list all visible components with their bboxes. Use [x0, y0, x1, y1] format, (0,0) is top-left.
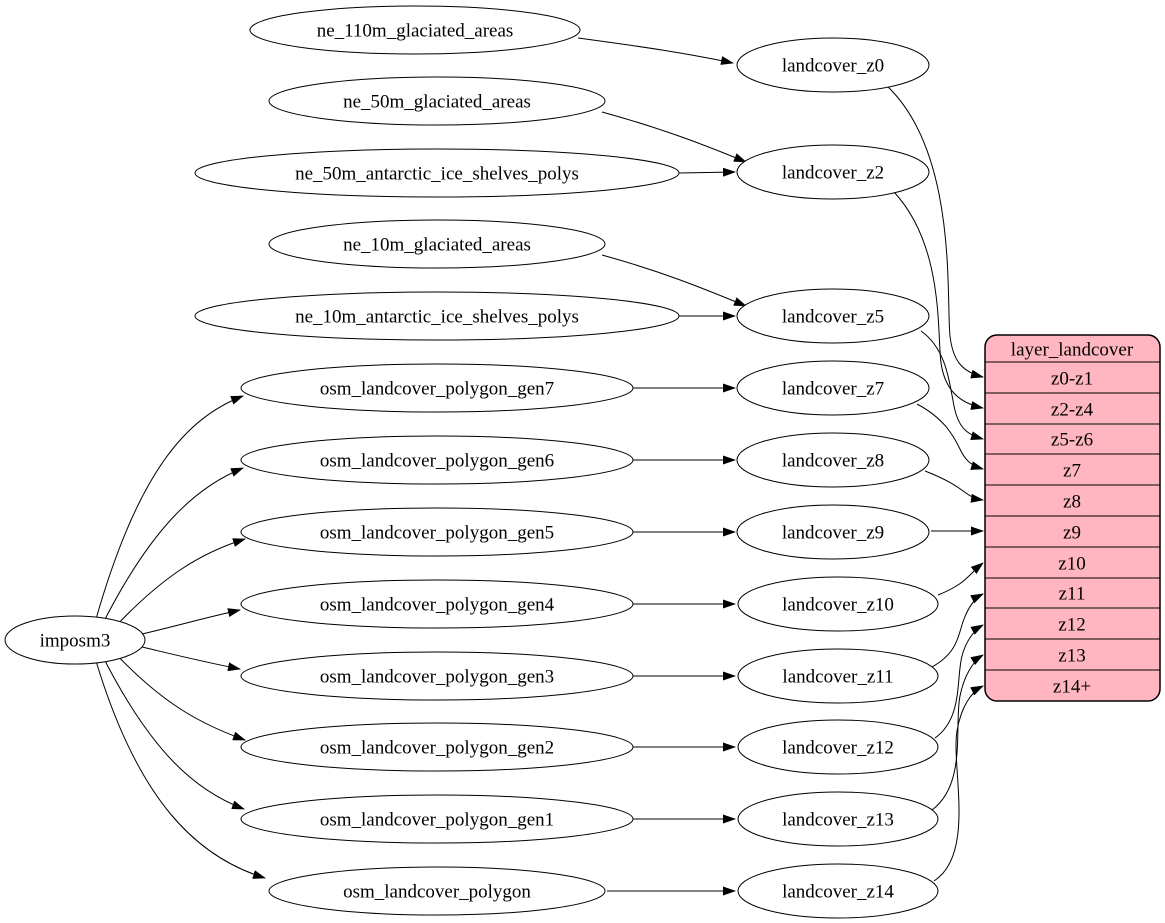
node-landcover-z7: [736, 360, 930, 416]
edge-imposm3-to-gen3: [141, 646, 241, 672]
edge-z14-to-row-z14plus: [933, 685, 984, 882]
node-osm-landcover-polygon-gen6: [240, 435, 634, 485]
node-osm-landcover-polygon-gen3: [240, 651, 634, 701]
node-landcover-z9: [736, 504, 930, 560]
edge-z10-to-row-z10: [937, 562, 984, 596]
table-row-z12: z12: [1058, 615, 1085, 636]
edge-imposm3-to-gen5: [113, 538, 246, 629]
node-label-landcover-z2: landcover_z2: [782, 163, 884, 184]
node-label-osm-landcover-polygon: osm_landcover_polygon: [343, 882, 531, 903]
table-row-z10: z10: [1058, 554, 1085, 575]
node-landcover-z5: [736, 288, 930, 344]
node-landcover-z14: [737, 863, 939, 919]
edge-z12-to-row-z12: [934, 624, 984, 739]
edge-imposm3-to-gen6: [102, 467, 244, 624]
node-osm-landcover-polygon: [268, 866, 606, 916]
edge-z13-to-row-z13: [931, 654, 984, 811]
node-label-ne-50m-glaciated-areas: ne_50m_glaciated_areas: [343, 92, 531, 113]
node-landcover-z2: [736, 144, 930, 200]
source-nodes-group: ne_110m_glaciated_areas ne_50m_glaciated…: [194, 5, 680, 916]
node-label-ne-110m-glaciated-areas: ne_110m_glaciated_areas: [317, 21, 514, 42]
node-label-osm-landcover-polygon-gen3: osm_landcover_polygon_gen3: [320, 667, 554, 688]
layer-table-background: [984, 334, 1161, 702]
edge-z8-to-row-z8: [924, 470, 984, 503]
edge-z5-to-row-z5-z6: [920, 330, 984, 441]
node-label-ne-10m-glaciated-areas: ne_10m_glaciated_areas: [343, 235, 531, 256]
importer-node-group: imposm3: [4, 615, 146, 665]
node-label-ne-50m-antarctic-ice-shelves-polys: ne_50m_antarctic_ice_shelves_polys: [295, 164, 579, 185]
node-label-landcover-z0: landcover_z0: [782, 56, 884, 77]
edge-ne50m-glac-to-z2: [601, 111, 747, 163]
node-label-landcover-z9: landcover_z9: [782, 523, 884, 544]
edge-imposm3-to-gen4: [141, 608, 241, 635]
node-label-osm-landcover-polygon-gen1: osm_landcover_polygon_gen1: [320, 810, 554, 831]
layer-table-title: layer_landcover: [1011, 340, 1134, 361]
table-row-z7: z7: [1063, 461, 1081, 482]
node-label-landcover-z13: landcover_z13: [782, 810, 894, 831]
node-label-osm-landcover-polygon-gen2: osm_landcover_polygon_gen2: [320, 738, 554, 759]
table-row-z2-z4: z2-z4: [1051, 400, 1094, 421]
node-label-landcover-z11: landcover_z11: [782, 667, 893, 688]
node-ne-110m-glaciated-areas: [249, 5, 581, 55]
node-osm-landcover-polygon-gen1: [240, 794, 634, 844]
node-ne-50m-glaciated-areas: [268, 76, 606, 126]
node-label-osm-landcover-polygon-gen6: osm_landcover_polygon_gen6: [320, 451, 554, 472]
node-label-landcover-z14: landcover_z14: [782, 882, 894, 903]
node-osm-landcover-polygon-gen5: [240, 507, 634, 557]
node-landcover-z10: [737, 576, 939, 632]
edge-z11-to-row-z11: [931, 593, 984, 668]
node-label-landcover-z12: landcover_z12: [782, 738, 894, 759]
node-label-imposm3: imposm3: [40, 631, 111, 652]
edge-z0-to-row-z0-z1: [885, 84, 984, 379]
node-landcover-z11: [737, 648, 939, 704]
node-ne-10m-glaciated-areas: [268, 219, 606, 269]
edge-ne110m-to-z0: [577, 37, 734, 65]
node-label-ne-10m-antarctic-ice-shelves-polys: ne_10m_antarctic_ice_shelves_polys: [295, 307, 579, 328]
table-row-z5-z6: z5-z6: [1051, 430, 1093, 451]
node-ne-50m-antarctic-ice-shelves-polys: [194, 148, 680, 198]
node-label-landcover-z10: landcover_z10: [782, 595, 894, 616]
edge-imposm3-to-gen2: [113, 651, 246, 741]
edge-z2-to-row-z2-z4: [893, 191, 984, 410]
edge-imposm3-to-polygon: [95, 660, 266, 879]
edge-imposm3-to-gen7: [95, 395, 244, 620]
node-label-landcover-z7: landcover_z7: [782, 379, 884, 400]
node-label-osm-landcover-polygon-gen5: osm_landcover_polygon_gen5: [320, 523, 554, 544]
table-row-z0-z1: z0-z1: [1051, 369, 1093, 390]
node-landcover-z12: [737, 719, 939, 775]
node-label-landcover-z8: landcover_z8: [782, 451, 884, 472]
node-imposm3: [4, 615, 146, 665]
intermediate-nodes-group: landcover_z0 landcover_z2 landcover_z5 l…: [736, 37, 939, 919]
edge-ne50m-ant-to-z2: [678, 167, 736, 177]
node-label-osm-landcover-polygon-gen4: osm_landcover_polygon_gen4: [320, 595, 555, 616]
node-osm-landcover-polygon-gen7: [240, 363, 634, 413]
edge-imposm3-to-gen1: [102, 656, 245, 810]
node-ne-10m-antarctic-ice-shelves-polys: [194, 291, 680, 341]
node-osm-landcover-polygon-gen4: [240, 579, 634, 629]
table-row-z8: z8: [1063, 492, 1081, 513]
node-landcover-z13: [737, 791, 939, 847]
table-row-z14plus: z14+: [1053, 677, 1091, 698]
table-row-z11: z11: [1059, 584, 1086, 605]
node-label-landcover-z5: landcover_z5: [782, 307, 884, 328]
layer-landcover-table: layer_landcover z0-z1 z2-z4 z5-z6 z7 z8 …: [984, 334, 1161, 702]
edges-group: [95, 37, 984, 896]
node-osm-landcover-polygon-gen2: [240, 722, 634, 772]
table-row-z13: z13: [1058, 646, 1085, 667]
node-landcover-z0: [736, 37, 930, 93]
edge-z7-to-row-z7: [916, 403, 984, 470]
node-landcover-z8: [736, 432, 930, 488]
node-label-osm-landcover-polygon-gen7: osm_landcover_polygon_gen7: [320, 379, 554, 400]
table-row-z9: z9: [1063, 523, 1081, 544]
edge-ne10m-glac-to-z5: [601, 254, 747, 307]
